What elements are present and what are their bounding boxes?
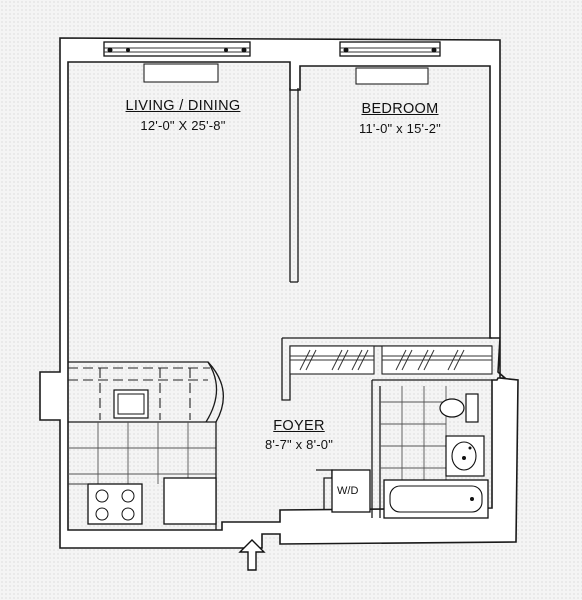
bathtub xyxy=(383,479,489,519)
living-dining-label: LIVING / DINING 12'-0" X 25'-8" xyxy=(98,98,268,133)
radiator-living xyxy=(143,63,219,83)
washer-dryer-label: W/D xyxy=(337,485,359,497)
window-living xyxy=(103,41,251,57)
bedroom-closet xyxy=(281,337,493,401)
toilet xyxy=(439,393,479,423)
room-name: LIVING / DINING xyxy=(125,98,241,114)
foyer-label: FOYER 8'-7" x 8'-0" xyxy=(244,418,354,452)
room-name: FOYER xyxy=(273,418,325,434)
room-name: BEDROOM xyxy=(361,101,439,117)
window-bedroom xyxy=(339,41,441,57)
refrigerator xyxy=(163,477,217,525)
bathroom xyxy=(371,379,492,519)
exterior-wall xyxy=(39,37,519,549)
entry-arrow-icon xyxy=(238,539,266,571)
room-dimensions: 12'-0" X 25'-8" xyxy=(140,118,226,133)
bedroom-label: BEDROOM 11'-0" x 15'-2" xyxy=(330,101,470,136)
radiator-bedroom xyxy=(355,67,429,85)
washer-dryer-closet xyxy=(316,469,371,513)
kitchen xyxy=(68,361,224,530)
sink xyxy=(445,435,485,477)
stove xyxy=(87,483,143,525)
room-dimensions: 11'-0" x 15'-2" xyxy=(359,121,441,136)
room-dimensions: 8'-7" x 8'-0" xyxy=(264,437,334,452)
